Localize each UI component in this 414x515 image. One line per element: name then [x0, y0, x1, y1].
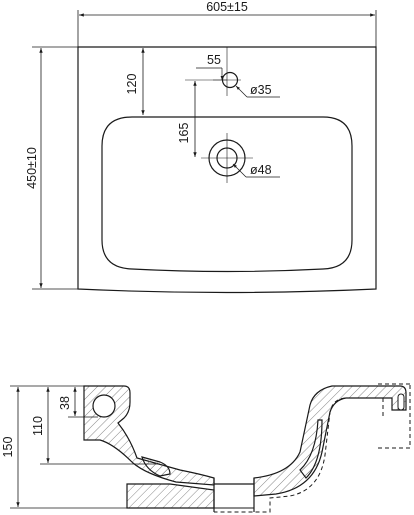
tap-hole-height-label: 38 [58, 396, 72, 410]
right-wall-section [253, 385, 407, 497]
tap-hole-diameter-label: ø35 [250, 83, 272, 97]
total-height-label: 150 [1, 437, 15, 458]
tap-hole-height-dimension: 38 [58, 387, 98, 418]
top-view: 605±15 450±10 120 55 ø35 [25, 0, 377, 294]
tap-hole: 55 ø35 [196, 47, 280, 98]
cabinet-outline [378, 383, 411, 449]
tap-hole-distance-dimension: 120 [125, 48, 145, 115]
depth-dimension: 450±10 [25, 46, 78, 290]
width-dimension: 605±15 [77, 0, 377, 47]
right-inner-section [299, 419, 323, 479]
bowl-depth-dimension: 110 [31, 387, 160, 465]
drain-distance-label: 165 [177, 123, 191, 144]
total-height-dimension: 150 [1, 385, 127, 509]
left-tap-hole [92, 394, 116, 418]
width-label: 605±15 [206, 0, 248, 14]
drain-pipe [213, 478, 255, 512]
bowl-depth-label: 110 [31, 416, 45, 436]
drain-inner-circle [216, 147, 238, 169]
basin-outline [77, 46, 377, 294]
drain-hole: ø48 [201, 133, 280, 183]
drain-outer-circle [208, 139, 246, 177]
tap-hole-offset-label: 55 [207, 53, 221, 67]
right-overflow-slot [397, 393, 405, 411]
left-lower-section [141, 456, 171, 477]
bowl-outline [101, 116, 353, 273]
depth-label: 450±10 [25, 147, 39, 189]
left-base-section [126, 483, 215, 509]
drain-distance-dimension: 165 [177, 79, 227, 157]
left-rim-section [83, 385, 215, 486]
side-section-view: 150 110 38 [1, 383, 411, 513]
drain-diameter-label: ø48 [250, 163, 272, 177]
tap-hole-distance-label: 120 [125, 74, 139, 95]
